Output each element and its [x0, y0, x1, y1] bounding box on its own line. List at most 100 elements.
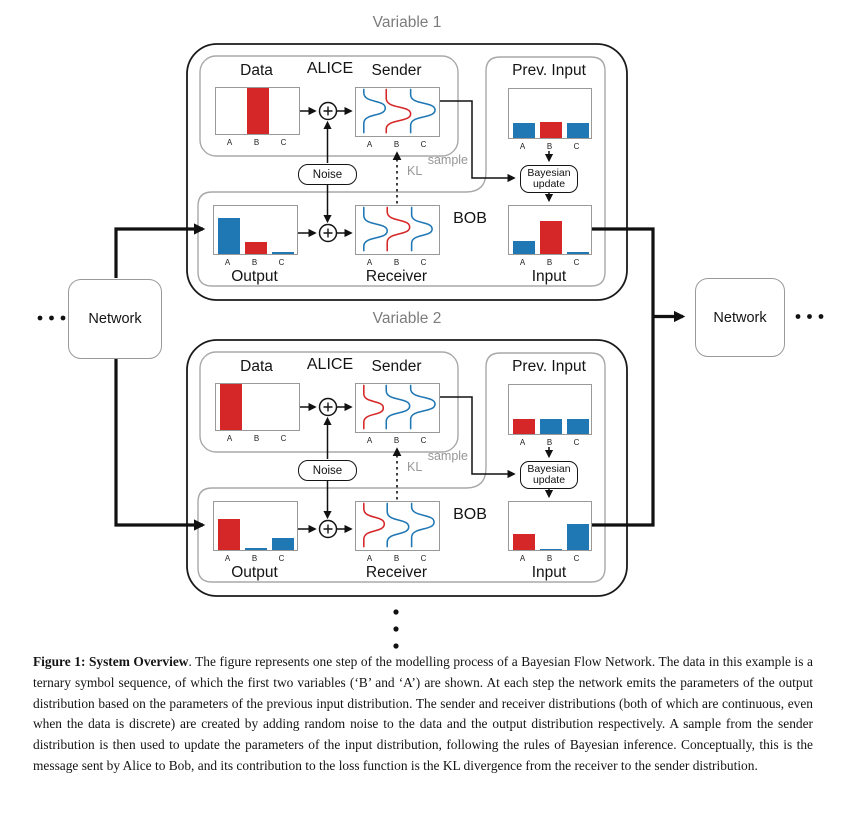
input-chart-title: Input [531, 268, 567, 285]
bar-a [512, 533, 535, 550]
tick-label-b: B [251, 258, 258, 267]
red-distribution-curve [363, 384, 385, 430]
kl-label: KL [407, 460, 423, 474]
bob-label: BOB [453, 210, 487, 227]
tick-label-b: B [253, 138, 260, 147]
variable-title: Variable 2 [372, 310, 442, 327]
diagram-connectors [37, 0, 824, 649]
blue-distribution-curve [410, 502, 435, 548]
noise-label: Noise [312, 464, 343, 477]
tick-label-b: B [393, 554, 400, 563]
receiver-distribution-plot: A B C [355, 501, 440, 564]
variable-title: Variable 1 [372, 14, 442, 31]
bar-a [219, 384, 242, 430]
chart-plot-area [215, 87, 300, 135]
tick-label-a: A [519, 142, 526, 151]
tick-label-b: B [253, 434, 260, 443]
bar-b [244, 241, 267, 254]
tick-label-c: C [573, 258, 580, 267]
tick-label-b: B [546, 438, 553, 447]
ellipsis-vertical-icon [393, 609, 399, 649]
network-label: Network [713, 309, 767, 326]
bar-c [566, 123, 589, 138]
ellipsis-horizontal-icon [37, 315, 66, 321]
tick-label-a: A [519, 258, 526, 267]
tick-label-c: C [420, 140, 427, 149]
bar-b [539, 220, 562, 254]
sample-label: sample [427, 153, 468, 167]
data-chart-title: Data [240, 358, 273, 375]
tick-label-a: A [366, 554, 373, 563]
network-label: Network [88, 311, 142, 327]
variable-1-block: Variable 1 ALICE BOB Data Sender Prev. I… [0, 0, 842, 312]
bayesian-update-label-line2: update [532, 474, 566, 486]
blue-distribution-curve [409, 88, 436, 134]
bar-c [566, 523, 589, 550]
axis-ticks: A B C [508, 255, 592, 268]
blue-distribution-curve [409, 384, 436, 430]
tick-label-c: C [278, 258, 285, 267]
inputs-merge-connector [590, 227, 655, 527]
tick-label-b: B [546, 554, 553, 563]
receiver-plot-title: Receiver [365, 564, 428, 581]
tick-label-b: B [251, 554, 258, 563]
tick-label-b: B [546, 258, 553, 267]
noise-label: Noise [312, 168, 343, 181]
tick-label-a: A [519, 554, 526, 563]
bob-label: BOB [453, 506, 487, 523]
input-chart-title: Input [531, 564, 567, 581]
bar-c [566, 419, 589, 434]
tick-label-b: B [393, 258, 400, 267]
bar-b [244, 547, 267, 550]
bar-a [512, 418, 535, 434]
bar-b [539, 548, 562, 550]
bayesian-update-label-line1: Bayesian [527, 463, 571, 475]
chart-plot-area [508, 205, 592, 255]
tick-label-b: B [393, 140, 400, 149]
bar-a [512, 241, 535, 254]
sender-distribution-plot: A B C [355, 87, 440, 150]
axis-ticks: A B C [355, 137, 440, 150]
figure-caption-text: . The figure represents one step of the … [33, 654, 813, 773]
alice-label: ALICE [306, 356, 354, 373]
blue-distribution-curve [363, 88, 387, 134]
ellipsis-horizontal-icon [795, 314, 824, 319]
tick-label-c: C [280, 434, 287, 443]
blue-distribution-curve [386, 502, 410, 548]
plot-area [355, 87, 440, 137]
plot-area [355, 501, 440, 551]
tick-label-a: A [224, 258, 231, 267]
red-distribution-curve [386, 206, 411, 252]
tick-label-b: B [393, 436, 400, 445]
input-bar-chart: A B C [508, 205, 592, 268]
bayesian-update-box: Bayesian update [520, 461, 578, 489]
variable-2-block: Variable 2 ALICE BOB Data Sender Prev. I… [0, 296, 842, 608]
output-bar-chart: A B C [213, 205, 298, 268]
network-box-left: Network [68, 279, 162, 359]
tick-label-c: C [573, 554, 580, 563]
red-distribution-curve [363, 502, 386, 548]
blue-distribution-curve [410, 206, 433, 252]
sender-plot-title: Sender [371, 62, 422, 79]
noise-box: Noise [298, 460, 357, 481]
tick-label-c: C [280, 138, 287, 147]
bayesian-update-label-line1: Bayesian [527, 167, 571, 179]
tick-label-c: C [573, 438, 580, 447]
tick-label-c: C [420, 554, 427, 563]
tick-label-a: A [366, 258, 373, 267]
input-bar-chart: A B C [508, 501, 592, 564]
tick-label-c: C [420, 258, 427, 267]
tick-label-a: A [366, 140, 373, 149]
bar-b [539, 122, 562, 138]
bar-c [271, 252, 294, 254]
axis-ticks: A B C [355, 255, 440, 268]
